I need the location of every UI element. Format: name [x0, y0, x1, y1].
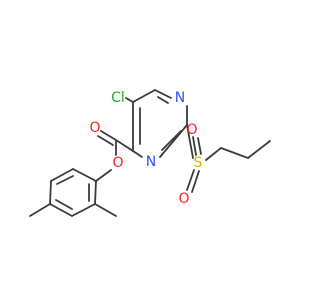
bond-s-ch2 [205, 147, 222, 161]
sulfur-atom-label: S [194, 155, 203, 171]
chlorine-atom-label: Cl [111, 90, 125, 106]
bond-ring-c5-c6 [132, 89, 156, 103]
bond-ester-o-ar-c1 [95, 169, 112, 182]
bond-ring-c2-n3-inner [161, 130, 182, 151]
bond-ar-c5-c6 [50, 168, 74, 182]
bond-ar-c1-c2 [94, 180, 97, 205]
sulfonyl-oxygen-top-label: O [186, 122, 197, 138]
bond-ring-c6-n1-inner [157, 96, 169, 104]
bond-s-o-bottom-b [191, 170, 200, 193]
bond-ring-c2-n3 [159, 124, 188, 158]
carbonyl-oxygen-label: O [89, 120, 100, 136]
bond-c4-carbonyl-c [115, 139, 134, 152]
bond-ar-c4-c5 [49, 180, 52, 205]
bond-ring-c6-n1 [154, 89, 172, 99]
bond-ar-c2-methyl [94, 203, 117, 217]
bond-ch2-ch2 [220, 147, 249, 159]
bond-ar-c2-c3 [71, 203, 96, 217]
bond-carbonyl-c-o-a [100, 130, 117, 141]
bond-ar-c5-c6-inner [56, 175, 74, 185]
sulfonyl-oxygen-bottom-label: O [178, 191, 189, 207]
ester-oxygen-label: O [112, 155, 123, 171]
pyrimidine-nitrogen-n1-label: N [175, 90, 185, 106]
bond-carbonyl-c-o-b [97, 135, 114, 146]
bond-s-o-bottom-a [186, 169, 195, 191]
bond-ch2-ch3 [247, 140, 271, 159]
pyrimidine-nitrogen-n3-label: N [146, 154, 156, 170]
bond-layer [29, 89, 271, 217]
bond-c5-cl [125, 97, 134, 103]
bond-ar-c6-c1 [72, 168, 97, 182]
bond-ar-c3-c4-inner [55, 199, 73, 210]
atom-label-layer: Cl N N S O O O O [89, 90, 202, 207]
bond-s-o-top-b [197, 137, 202, 155]
bond-ar-c3-c4 [49, 203, 73, 217]
bond-c2-s [186, 124, 194, 159]
bond-ar-c4-methyl [29, 203, 51, 217]
bond-s-o-top-a [192, 136, 197, 156]
bond-ring-n3-c4 [132, 150, 143, 158]
chemical-structure-diagram: Cl N N S O O O O [29, 89, 271, 217]
